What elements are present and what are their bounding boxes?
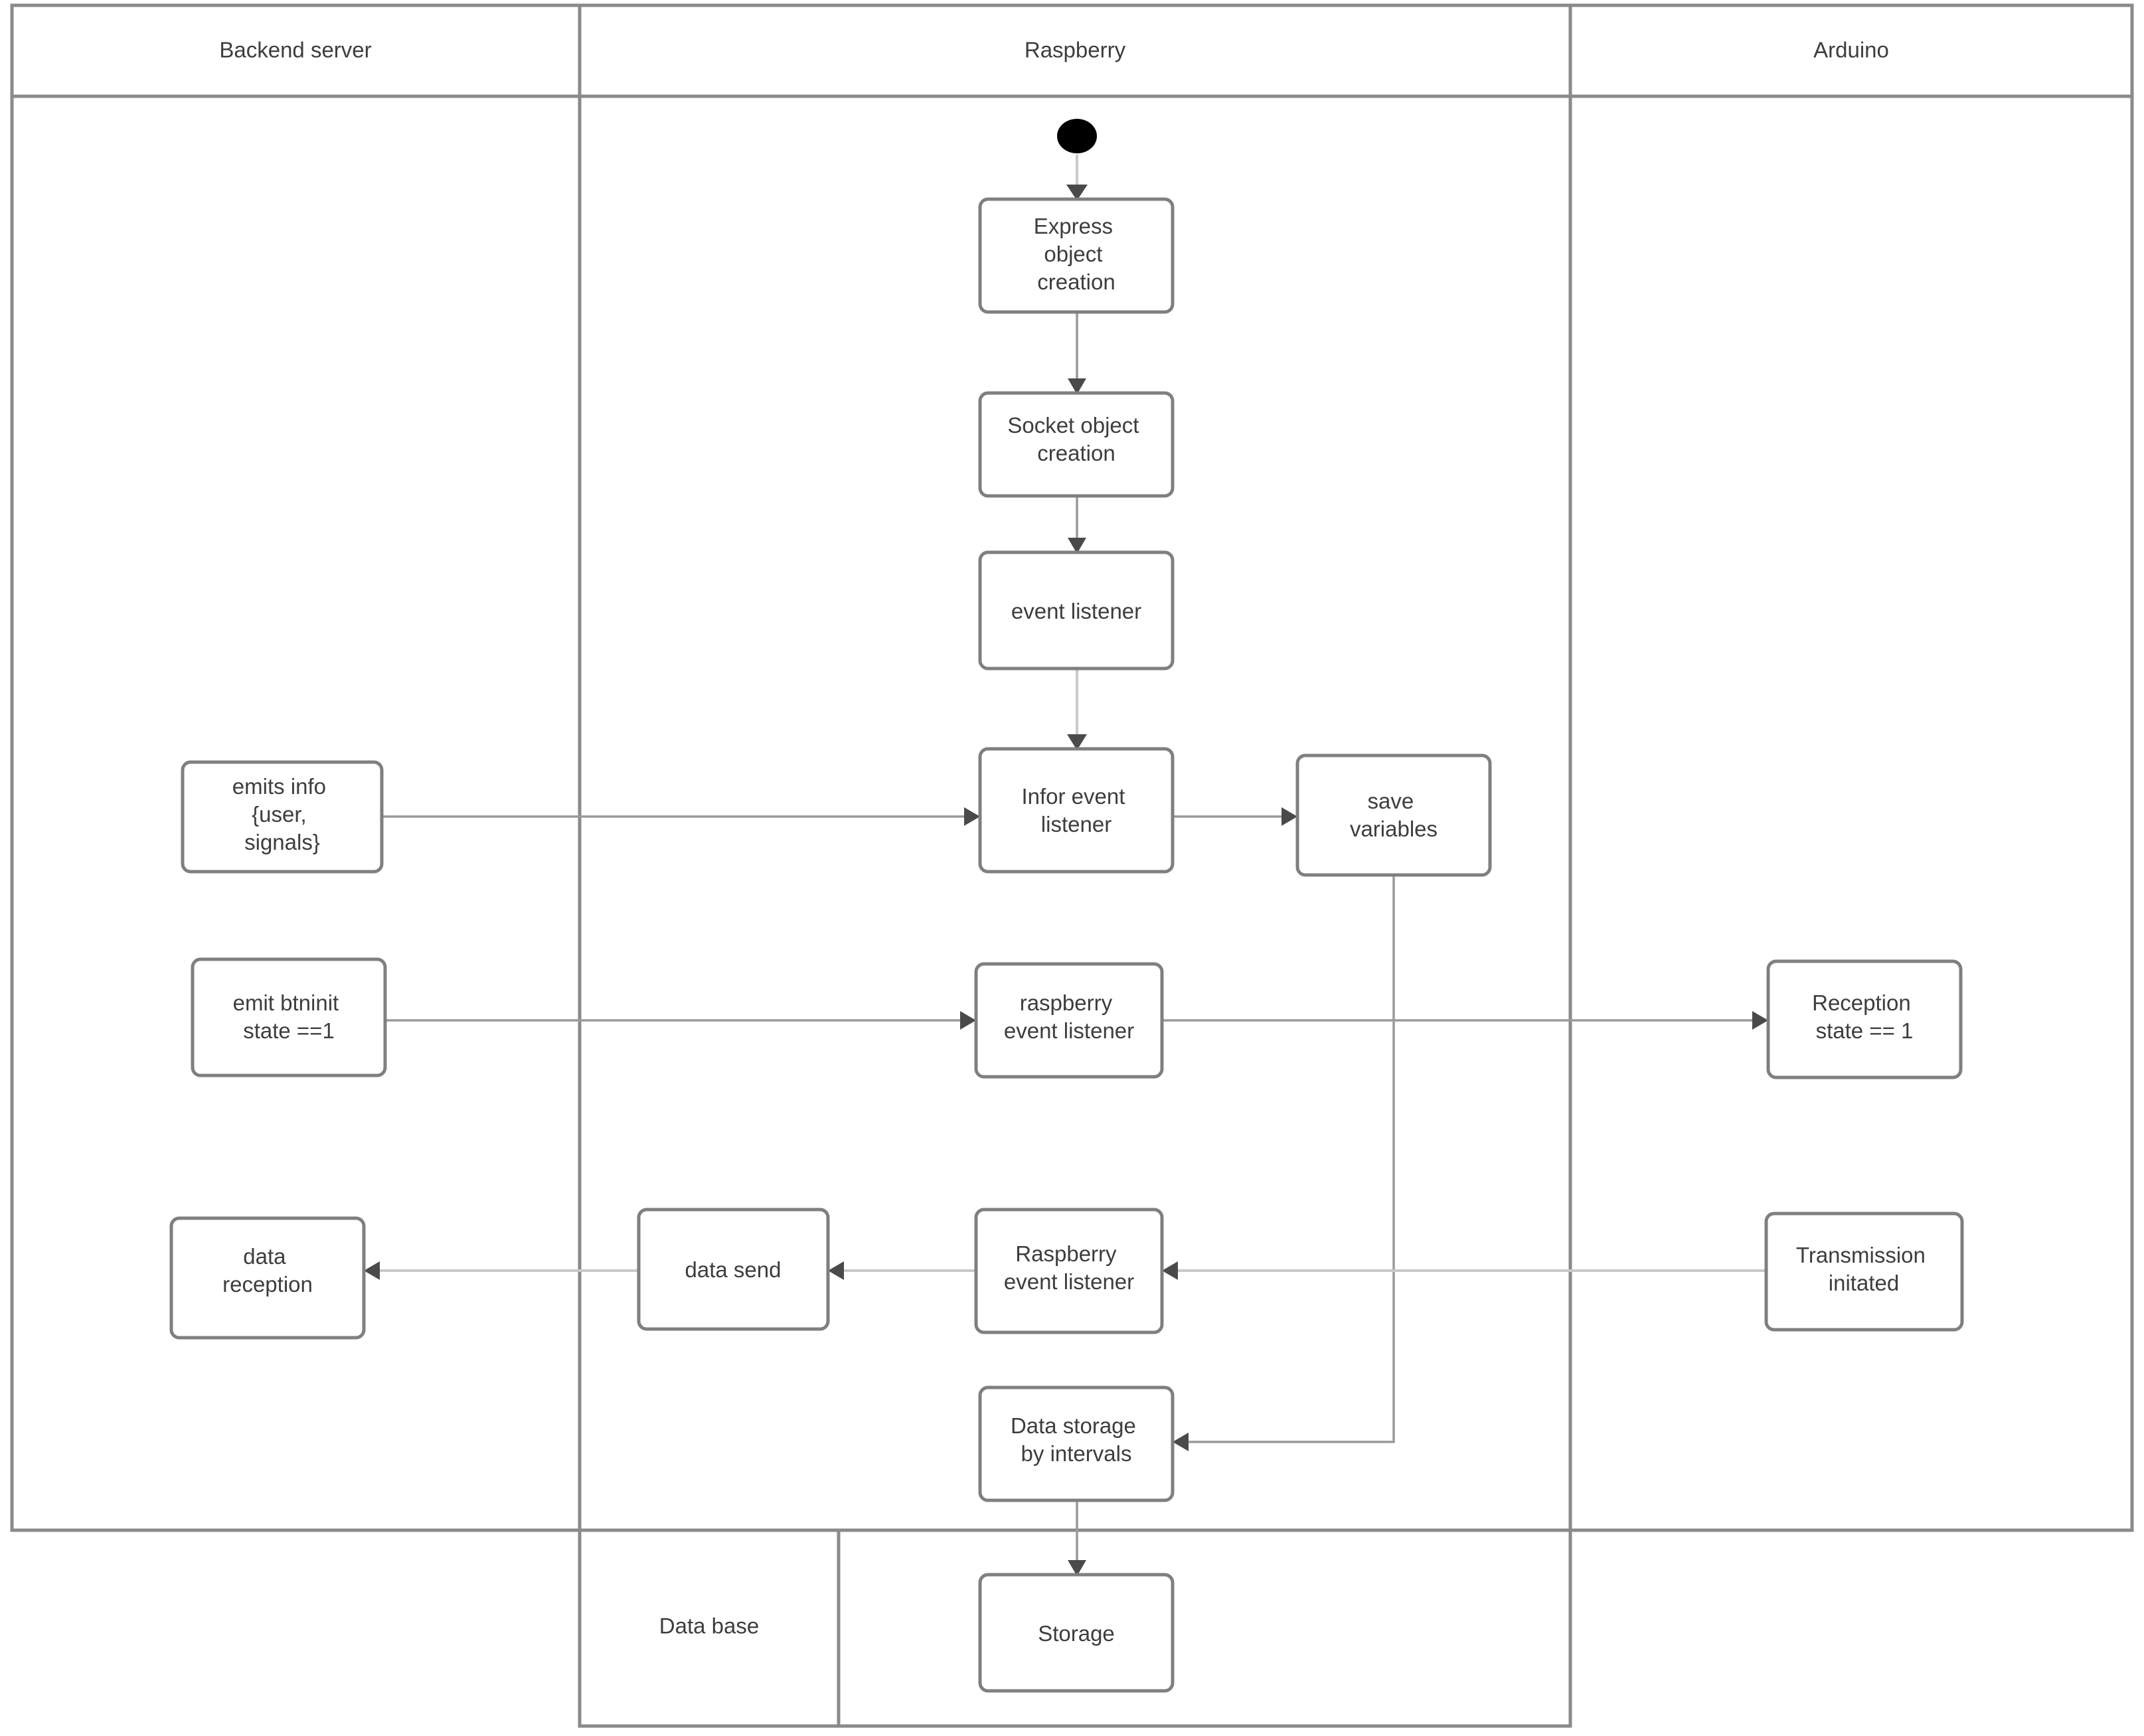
node-label-storage: Storage bbox=[1038, 1621, 1115, 1646]
node-box-data-send bbox=[637, 1208, 830, 1331]
edge-save-variables-to-data-storage bbox=[1173, 875, 1395, 1451]
lane-header-label-raspberry: Raspberry bbox=[1025, 38, 1126, 62]
node-line-1: data bbox=[243, 1244, 286, 1269]
node-line-2: event listener bbox=[1004, 1018, 1134, 1043]
node-label-transmission-initated: Transmission initated bbox=[1796, 1243, 1932, 1295]
node-raspberry-event-listener-1[interactable]: raspberry event listener bbox=[974, 962, 1164, 1079]
edge-data-storage-to-storage bbox=[1068, 1500, 1086, 1576]
node-line-3: signals} bbox=[244, 830, 320, 854]
node-data-reception[interactable]: data reception bbox=[169, 1216, 366, 1340]
edge-express-to-socket bbox=[1068, 312, 1086, 394]
lane-header-label-backend-server: Backend server bbox=[219, 38, 371, 62]
node-line-1: Raspberry bbox=[1015, 1241, 1117, 1266]
node-line-1: Transmission bbox=[1796, 1243, 1926, 1267]
node-socket-object-creation[interactable]: Socket object creation bbox=[978, 391, 1175, 498]
node-event-listener[interactable]: event listener bbox=[978, 550, 1175, 671]
node-line-2: object bbox=[1044, 242, 1102, 266]
node-line-2: reception bbox=[222, 1272, 313, 1297]
node-box-socket-object-creation bbox=[978, 391, 1175, 498]
node-line-1: Socket object bbox=[1007, 413, 1139, 437]
node-line-2: variables bbox=[1350, 817, 1438, 841]
node-box-express-object-creation bbox=[978, 197, 1175, 314]
lane-header-arduino bbox=[1568, 3, 2134, 98]
node-label-data-send: data send bbox=[685, 1257, 782, 1282]
node-box-save-variables bbox=[1295, 753, 1492, 877]
node-box-emit-btninit bbox=[191, 957, 387, 1077]
node-line-1: Express bbox=[1034, 214, 1113, 238]
node-box-raspberry-event-listener-1 bbox=[974, 962, 1164, 1079]
lane-header-database bbox=[578, 1528, 841, 1728]
edge-emits-info-to-infor-event-listener bbox=[382, 807, 980, 826]
lane-header-raspberry bbox=[578, 3, 1572, 98]
node-raspberry-event-listener-2[interactable]: Raspberry event listener bbox=[974, 1208, 1164, 1334]
node-express-object-creation[interactable]: Express object creation bbox=[978, 197, 1175, 314]
node-line-2: initated bbox=[1829, 1271, 1899, 1295]
node-label-infor-event-listener: Infor event listener bbox=[1021, 784, 1131, 836]
node-label-reception-state: Reception state == 1 bbox=[1812, 990, 1917, 1043]
node-label-raspberry-event-listener-1: raspberry event listener bbox=[1004, 990, 1134, 1043]
node-line-1: raspberry bbox=[1020, 990, 1113, 1015]
node-line-1: Data storage bbox=[1011, 1413, 1136, 1438]
node-line-1: data send bbox=[685, 1257, 782, 1282]
node-data-send[interactable]: data send bbox=[637, 1208, 830, 1331]
node-line-2: creation bbox=[1037, 441, 1115, 465]
lane-header-backend-server bbox=[10, 3, 582, 98]
node-box-data-storage-by-intervals bbox=[978, 1385, 1175, 1502]
start-node-circle bbox=[1057, 119, 1097, 153]
node-box-reception-state bbox=[1766, 959, 1963, 1079]
node-box-raspberry-event-listener-2 bbox=[974, 1208, 1164, 1334]
lane-header-label-database: Data base bbox=[659, 1614, 759, 1638]
lane-header-label-arduino: Arduino bbox=[1813, 38, 1889, 62]
node-box-emits-info bbox=[181, 760, 384, 874]
node-infor-event-listener[interactable]: Infor event listener bbox=[978, 747, 1175, 874]
node-label-emits-info: emits info {user, signals} bbox=[232, 774, 332, 854]
node-line-1: save bbox=[1368, 789, 1414, 813]
node-line-1: Infor event bbox=[1021, 784, 1125, 809]
node-box-infor-event-listener bbox=[978, 747, 1175, 874]
node-line-1: emit btninit bbox=[233, 990, 339, 1015]
node-line-2: event listener bbox=[1004, 1269, 1134, 1294]
node-line-3: creation bbox=[1037, 270, 1115, 294]
node-emits-info[interactable]: emits info {user, signals} bbox=[181, 760, 384, 874]
node-line-1: event listener bbox=[1011, 599, 1141, 623]
node-box-event-listener bbox=[978, 550, 1175, 671]
node-line-2: listener bbox=[1041, 812, 1112, 836]
node-label-express-object-creation: Express object creation bbox=[1034, 214, 1119, 294]
edge-socket-to-event-listener bbox=[1068, 496, 1086, 554]
edge-start-to-express-object-creation bbox=[1066, 155, 1088, 200]
node-box-data-reception bbox=[169, 1216, 366, 1340]
edge-raspberry-event-listener-to-reception-state bbox=[1162, 1011, 1768, 1030]
node-line-2: state == 1 bbox=[1816, 1018, 1914, 1043]
node-storage[interactable]: Storage bbox=[978, 1573, 1175, 1693]
node-transmission-initated[interactable]: Transmission initated bbox=[1764, 1212, 1964, 1332]
node-line-2: state ==1 bbox=[243, 1018, 335, 1043]
node-label-save-variables: save variables bbox=[1350, 789, 1438, 841]
node-line-1: Reception bbox=[1812, 990, 1911, 1015]
node-emit-btninit[interactable]: emit btninit state ==1 bbox=[191, 957, 387, 1077]
edge-infor-event-listener-to-save-variables bbox=[1173, 807, 1297, 826]
start-node[interactable] bbox=[1057, 119, 1097, 153]
node-box-transmission-initated bbox=[1764, 1212, 1964, 1332]
edge-event-listener-to-infor-event-listener bbox=[1067, 669, 1087, 750]
node-line-1: emits info bbox=[232, 774, 326, 799]
edge-transmission-initated-to-raspberry-event-listener bbox=[1162, 1261, 1766, 1280]
node-label-data-storage-by-intervals: Data storage by intervals bbox=[1011, 1413, 1142, 1466]
node-label-emit-btninit: emit btninit state ==1 bbox=[233, 990, 345, 1043]
edge-raspberry-event-listener-to-data-send bbox=[828, 1261, 976, 1280]
node-save-variables[interactable]: save variables bbox=[1295, 753, 1492, 877]
node-label-socket-object-creation: Socket object creation bbox=[1007, 413, 1145, 465]
node-label-event-listener: event listener bbox=[1011, 599, 1141, 623]
edge-emit-btninit-to-raspberry-event-listener bbox=[385, 1011, 976, 1030]
node-reception-state[interactable]: Reception state == 1 bbox=[1766, 959, 1963, 1079]
node-line-2: {user, bbox=[252, 802, 307, 827]
node-line-1: Storage bbox=[1038, 1621, 1115, 1646]
node-label-data-reception: data reception bbox=[222, 1244, 313, 1297]
node-line-2: by intervals bbox=[1021, 1441, 1132, 1466]
node-box-storage bbox=[978, 1573, 1175, 1693]
node-label-raspberry-event-listener-2: Raspberry event listener bbox=[1004, 1241, 1134, 1294]
edge-layer bbox=[364, 155, 1768, 1576]
node-data-storage-by-intervals[interactable]: Data storage by intervals bbox=[978, 1385, 1175, 1502]
edge-data-send-to-data-reception bbox=[364, 1261, 639, 1280]
